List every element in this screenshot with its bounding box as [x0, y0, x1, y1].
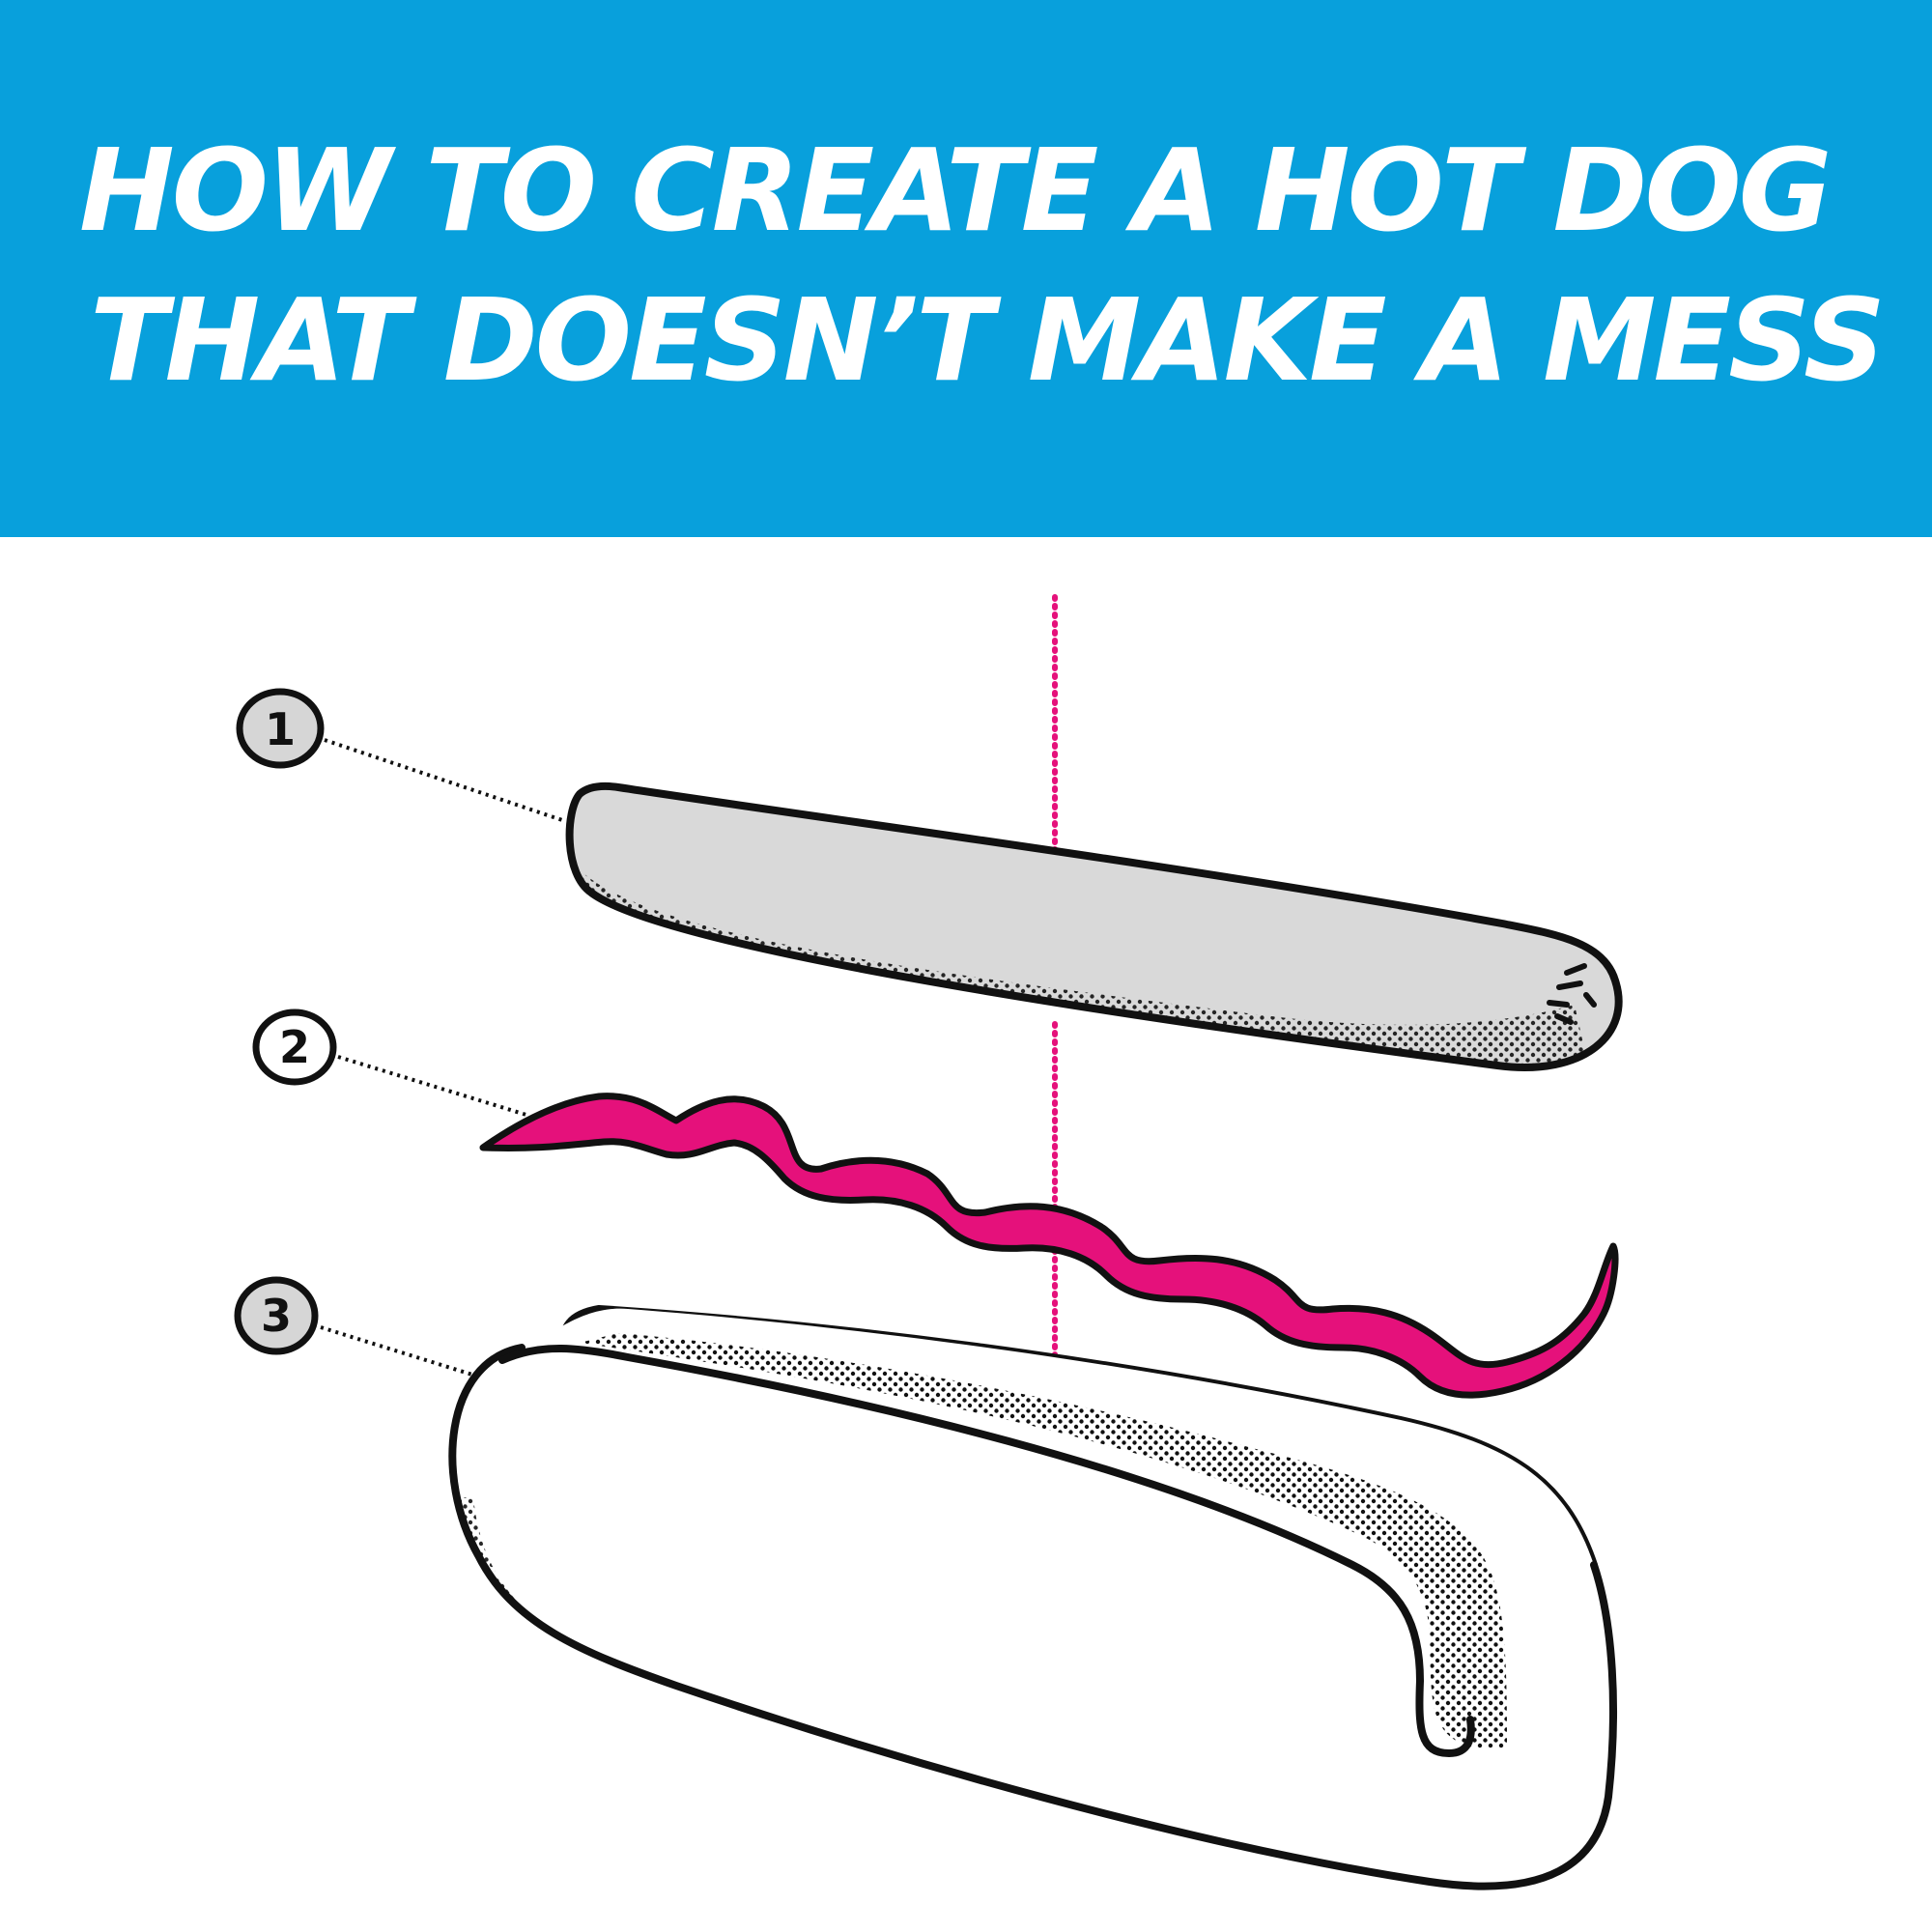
title-line-2: THAT DOESN’T MAKE A MESS	[90, 273, 1886, 407]
sausage-end-marks	[1547, 963, 1597, 1025]
leader-line-1	[324, 738, 566, 823]
callout-2: 2	[252, 1009, 530, 1118]
callout-1: 1	[236, 688, 566, 823]
leader-line-3	[320, 1325, 489, 1381]
assembly-arrow	[1038, 594, 1069, 1421]
callout-number-2: 2	[279, 1021, 310, 1073]
callout-number-3: 3	[261, 1290, 292, 1342]
leader-line-2	[337, 1055, 530, 1118]
title-line-1: HOW TO CREATE A HOT DOG	[79, 124, 1833, 257]
title-banner: HOW TO CREATE A HOT DOG THAT DOESN’T MAK…	[0, 0, 1932, 537]
callout-number-1: 1	[265, 703, 296, 755]
bun	[448, 1304, 1617, 1890]
sausage	[565, 781, 1623, 1071]
ketchup-squiggle	[479, 1093, 1619, 1399]
callout-3: 3	[234, 1276, 489, 1381]
